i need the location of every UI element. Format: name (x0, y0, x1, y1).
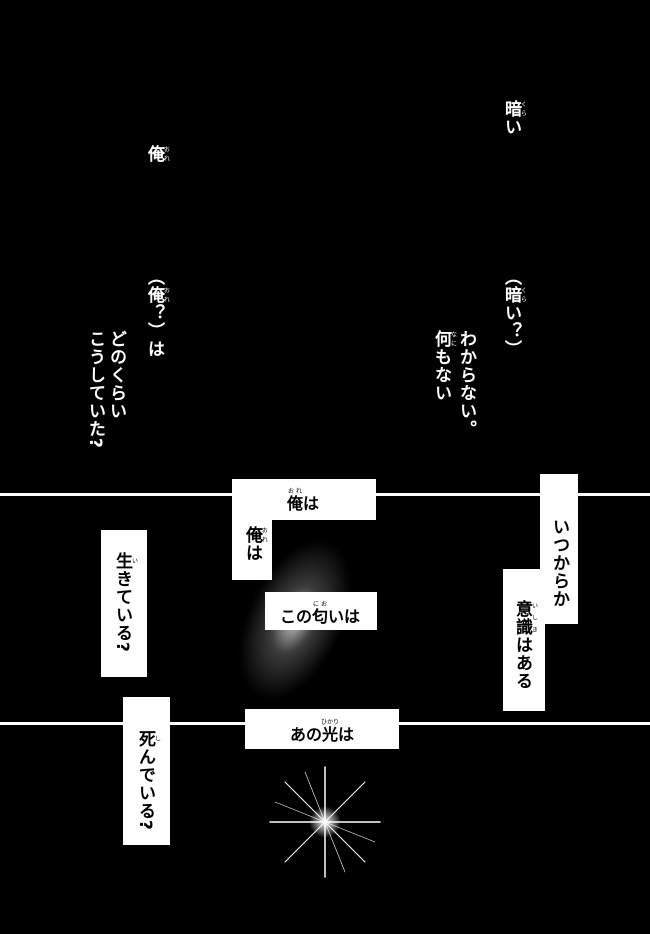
narration-ore: 俺おれ (144, 145, 170, 163)
caption-box-nioi (265, 592, 377, 630)
narration-donokurai-2: こうしていた? (85, 330, 105, 449)
caption-box-ishiki (503, 569, 545, 711)
caption-shindeiru: 死しんでいる? (135, 730, 161, 831)
caption-box-ore-wa-vertical (232, 479, 272, 580)
narration-kurai: 暗くらい (501, 100, 527, 136)
caption-box-shindeiru (123, 697, 170, 845)
caption-box-itsukaraka (540, 474, 578, 624)
caption-ishiki: 意識いしきはある (512, 600, 538, 690)
caption-ore-wa-vertical: 俺おれは (242, 526, 268, 562)
caption-itsukaraka: いつからか (549, 518, 569, 608)
narration-kurai-question: （暗くらい？） (501, 268, 527, 358)
narration-nanimonai: 何なにもない (431, 330, 457, 402)
caption-ano-hikari: あの光ひかりは (290, 719, 355, 744)
narration-wakaranai: わからない。 (456, 330, 476, 438)
narration-donokurai-1: どのくらい (106, 330, 126, 420)
sparkle-star-icon (269, 766, 381, 878)
caption-ore-wa-horizontal: 俺おれは (287, 488, 320, 513)
caption-box-ikiteiru (101, 530, 147, 677)
caption-ikiteiru: 生いきている? (112, 552, 138, 653)
caption-box-ano-hikari (245, 709, 399, 749)
narration-ore-question: （俺おれ？）は (144, 268, 170, 358)
caption-nioi: この匂においは (280, 601, 361, 626)
